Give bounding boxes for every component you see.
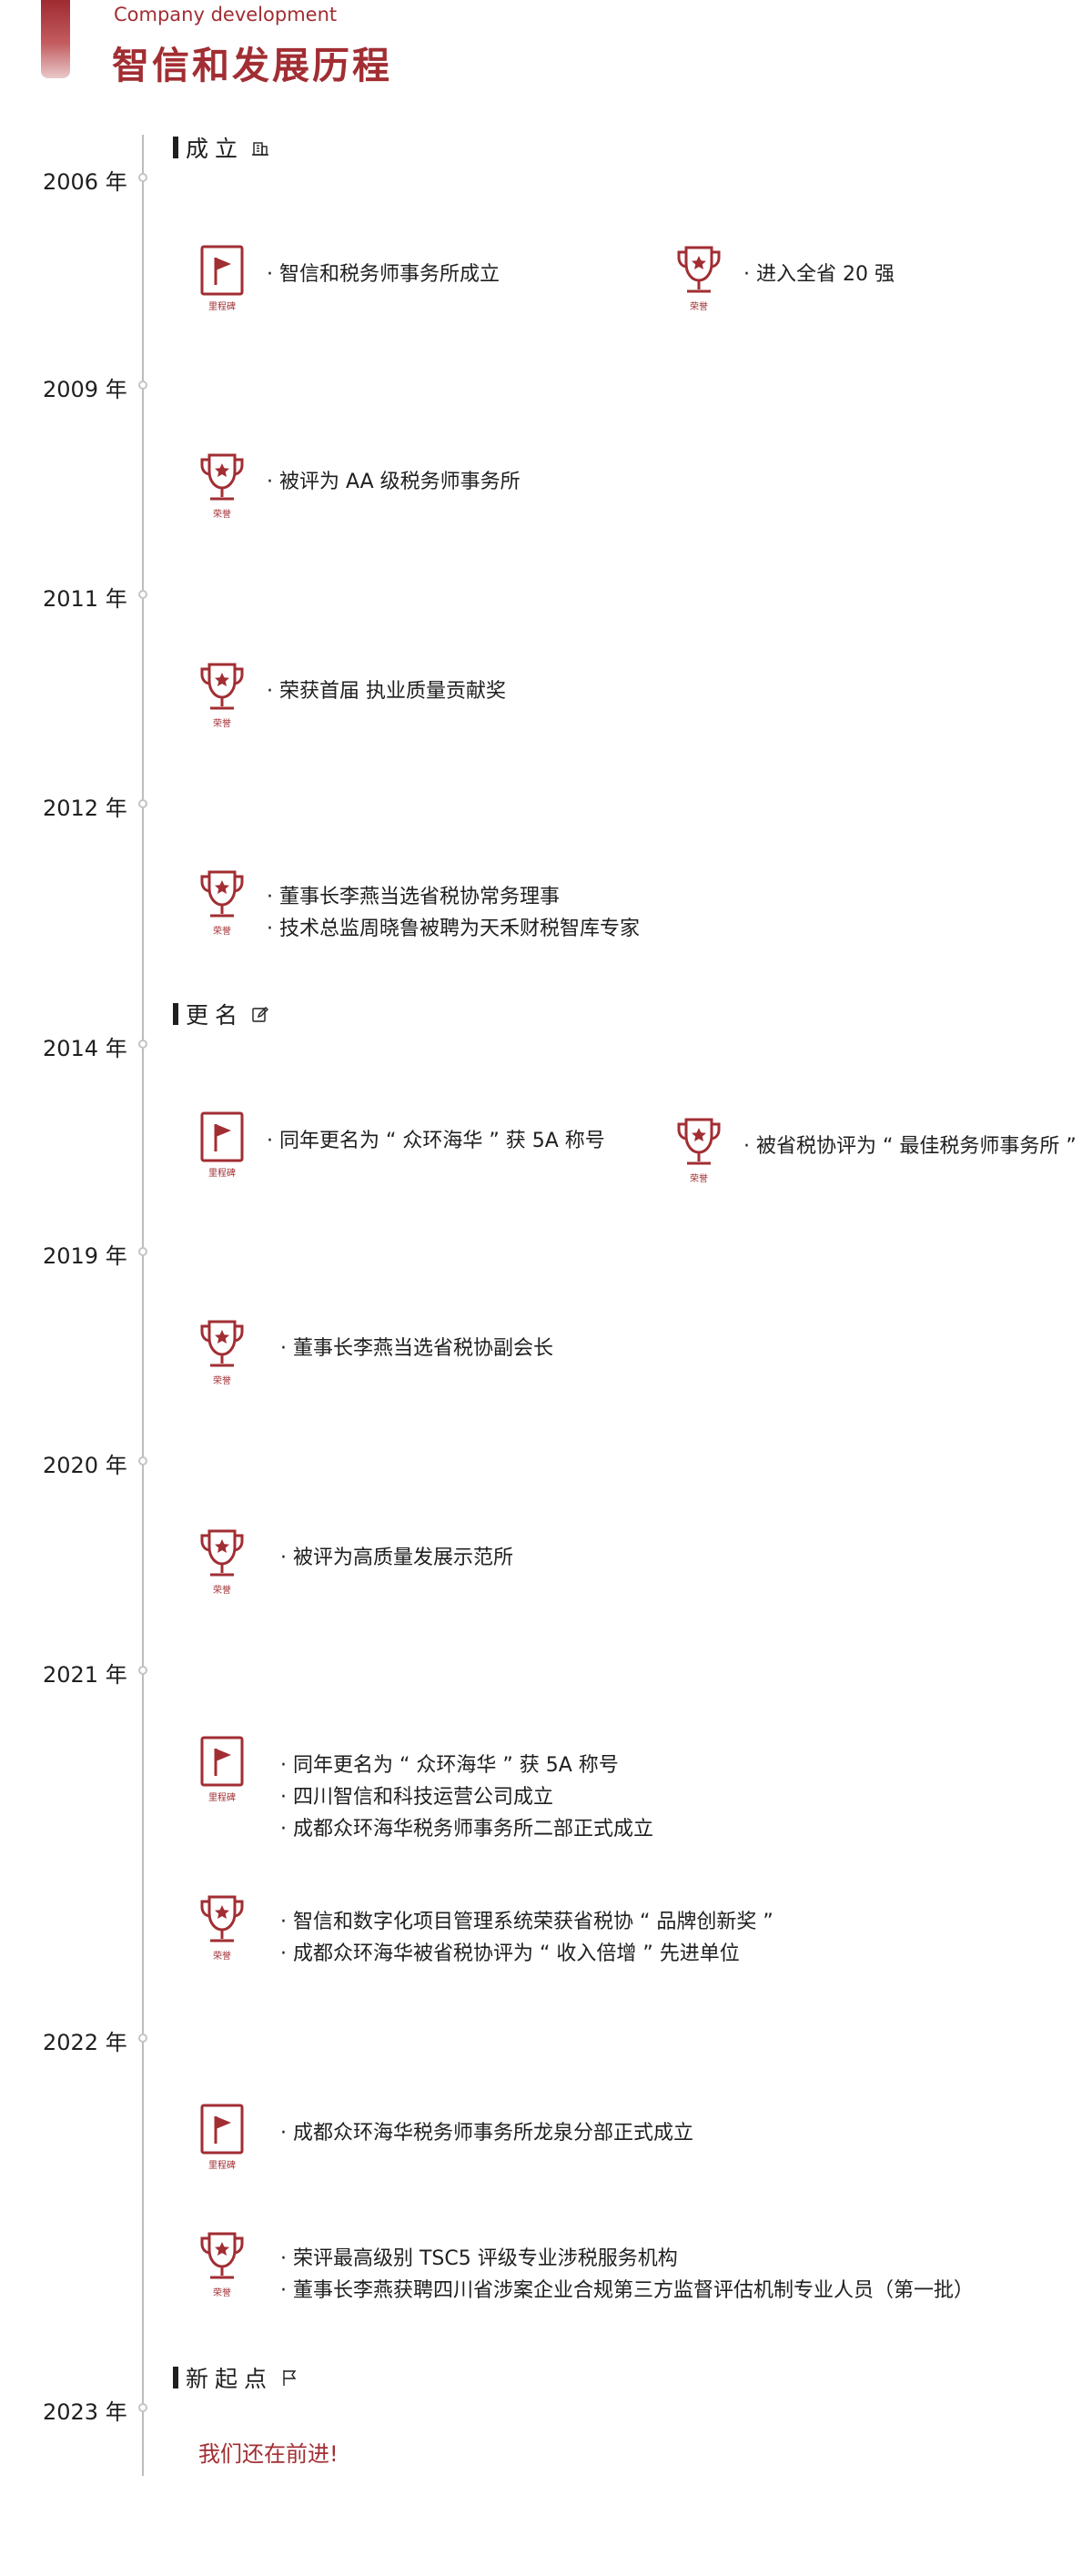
trophy-icon: [200, 1529, 244, 1577]
honor-badge: 荣誉: [195, 1893, 249, 1968]
honor-badge: 荣誉: [195, 1527, 249, 1602]
honor-badge: 荣誉: [195, 2230, 249, 2305]
header-subtitle: Company development: [114, 4, 338, 25]
honor-badge: 荣誉: [195, 451, 249, 526]
event-line: · 智信和数字化项目管理系统荣获省税协 “ 品牌创新奖 ”: [280, 1911, 774, 1933]
milestone-badge: 里程碑: [195, 1111, 249, 1185]
event-line: · 被评为高质量发展示范所: [280, 1547, 513, 1569]
phase-marker: [173, 1003, 178, 1025]
milestone-badge: 里程碑: [195, 1735, 249, 1810]
event-text: · 董事长李燕当选省税协副会长: [280, 1333, 553, 1364]
event-text: · 智信和数字化项目管理系统荣获省税协 “ 品牌创新奖 ” · 成都众环海华被省…: [280, 1906, 774, 1970]
timeline-dot: [138, 2403, 147, 2412]
event-line: · 被评为 AA 级税务师事务所: [267, 471, 521, 493]
timeline-dot: [138, 380, 147, 390]
phase-heading-founded: 成立: [173, 131, 269, 164]
trophy-icon: [200, 663, 244, 710]
event-text: · 智信和税务师事务所成立: [267, 259, 500, 290]
event-line: · 同年更名为 “ 众环海华 ” 获 5A 称号: [267, 1130, 605, 1152]
year-label: 2006 年: [43, 169, 127, 195]
year-label: 2019 年: [43, 1243, 127, 1269]
timeline-dot: [138, 799, 147, 808]
year-label: 2012 年: [43, 796, 127, 821]
event-line: · 同年更名为 “ 众环海华 ” 获 5A 称号: [280, 1754, 619, 1777]
event-line: · 董事长李燕获聘四川省涉案企业合规第三方监督评估机制专业人员（第一批）: [280, 2279, 974, 2302]
timeline-dot: [138, 1040, 147, 1049]
header-accent-bar: [41, 0, 70, 78]
event-line: · 董事长李燕当选省税协常务理事: [267, 886, 560, 908]
event-line: · 技术总监周晓鲁被聘为天禾财税智库专家: [267, 918, 640, 940]
year-label: 2014 年: [43, 1036, 127, 1061]
year-label: 2009 年: [43, 377, 127, 402]
flag-board-icon: [200, 1736, 244, 1787]
event-text: · 荣评最高级别 TSC5 评级专业涉税服务机构 · 董事长李燕获聘四川省涉案企…: [280, 2243, 974, 2307]
honor-badge: 荣誉: [195, 1318, 249, 1393]
event-text: · 同年更名为 “ 众环海华 ” 获 5A 称号: [267, 1125, 605, 1157]
phase-heading-renamed: 更名: [173, 998, 269, 1030]
event-line: · 成都众环海华税务师事务所龙泉分部正式成立: [280, 2122, 693, 2145]
trophy-icon: [200, 453, 244, 501]
event-text: · 被省税协评为 “ 最佳税务师事务所 ”: [743, 1131, 1077, 1162]
event-line: · 进入全省 20 强: [743, 263, 895, 286]
trophy-icon: [200, 1895, 244, 1942]
year-label: 2020 年: [43, 1453, 127, 1478]
flag-outline-icon: [283, 2370, 297, 2386]
event-text: · 成都众环海华税务师事务所龙泉分部正式成立: [280, 2117, 693, 2149]
trophy-icon: [200, 870, 244, 918]
phase-label: 成立: [186, 136, 245, 162]
event-text: · 荣获首届 执业质量贡献奖: [267, 675, 506, 707]
event-line: · 荣获首届 执业质量贡献奖: [267, 680, 506, 703]
year-label: 2022 年: [43, 2030, 127, 2055]
timeline-axis: [142, 135, 144, 2476]
trophy-icon: [677, 1118, 721, 1165]
honor-badge: 荣誉: [195, 661, 249, 735]
event-line: · 被省税协评为 “ 最佳税务师事务所 ”: [743, 1135, 1077, 1158]
timeline-dot: [138, 1456, 147, 1465]
trophy-icon: [200, 1320, 244, 1367]
flag-board-icon: [200, 245, 244, 296]
event-text: · 同年更名为 “ 众环海华 ” 获 5A 称号 · 四川智信和科技运营公司成立…: [280, 1749, 653, 1845]
phase-marker: [173, 2367, 178, 2388]
milestone-badge: 里程碑: [195, 244, 249, 319]
event-line: · 成都众环海华被省税协评为 “ 收入倍增 ” 先进单位: [280, 1942, 740, 1965]
event-line: · 四川智信和科技运营公司成立: [280, 1786, 553, 1809]
year-label: 2021 年: [43, 1662, 127, 1688]
trophy-icon: [200, 2232, 244, 2279]
phase-label: 新起点: [186, 2366, 274, 2392]
building-icon: [252, 142, 269, 156]
event-text: · 被评为 AA 级税务师事务所: [267, 466, 521, 498]
event-line: · 智信和税务师事务所成立: [267, 263, 500, 286]
year-label: 2011 年: [43, 586, 127, 612]
trophy-icon: [677, 246, 721, 293]
honor-badge: 荣誉: [672, 244, 726, 319]
event-line: · 荣评最高级别 TSC5 评级专业涉税服务机构: [280, 2247, 678, 2270]
honor-badge: 荣誉: [195, 868, 249, 943]
timeline-dot: [138, 173, 147, 182]
timeline-dot: [138, 1666, 147, 1675]
flag-board-icon: [200, 1111, 244, 1162]
event-text: · 进入全省 20 强: [743, 259, 895, 290]
timeline-dot: [138, 590, 147, 599]
timeline-dot: [138, 2033, 147, 2043]
timeline-dot: [138, 1247, 147, 1256]
event-line: · 成都众环海华税务师事务所二部正式成立: [280, 1818, 653, 1841]
page-title: 智信和发展历程: [112, 44, 392, 87]
flag-board-icon: [200, 2104, 244, 2155]
closing-slogan: 我们还在前进!: [198, 2441, 339, 2467]
event-line: · 董事长李燕当选省税协副会长: [280, 1337, 553, 1360]
phase-label: 更名: [186, 1002, 245, 1029]
year-label: 2023 年: [43, 2399, 127, 2425]
edit-icon: [252, 1007, 269, 1022]
event-text: · 董事长李燕当选省税协常务理事 · 技术总监周晓鲁被聘为天禾财税智库专家: [267, 881, 640, 945]
honor-badge: 荣誉: [672, 1116, 726, 1191]
milestone-badge: 里程碑: [195, 2103, 249, 2177]
event-text: · 被评为高质量发展示范所: [280, 1542, 513, 1574]
phase-marker: [173, 137, 178, 158]
phase-heading-new-start: 新起点: [173, 2361, 298, 2394]
